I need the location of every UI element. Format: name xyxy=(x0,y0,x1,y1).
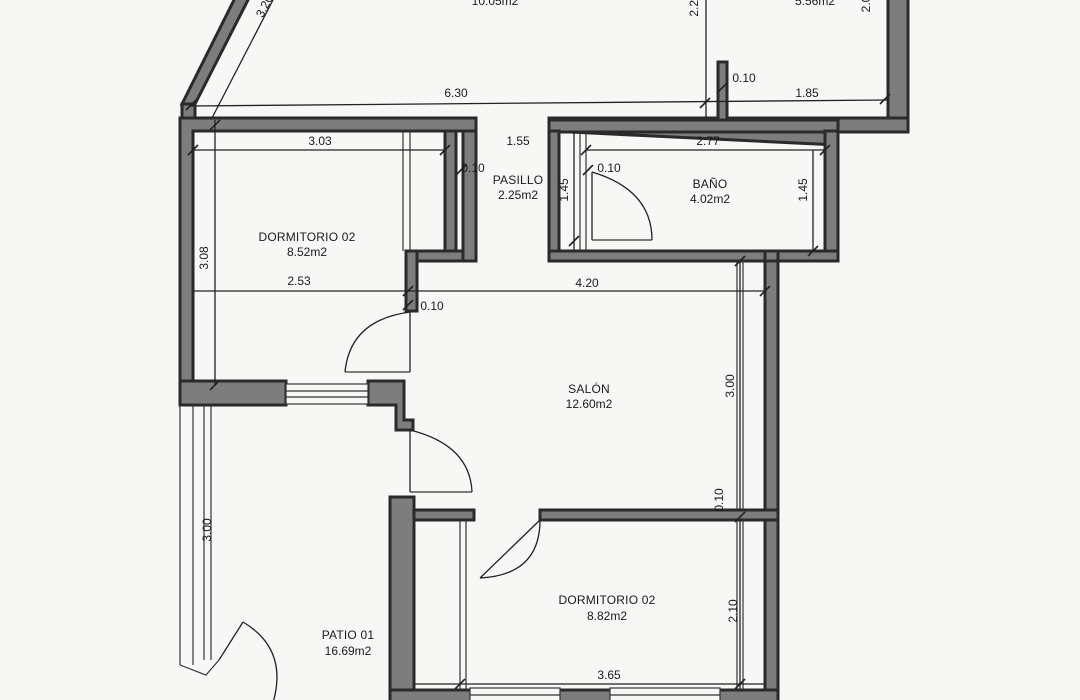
dim-bano-height: 1.45 xyxy=(796,178,810,202)
dim-dorm1-lower-width: 2.53 xyxy=(287,274,311,288)
room-dormitorio-1-area: 8.52m2 xyxy=(287,245,327,259)
wall-bano-right xyxy=(823,129,840,263)
dim-salon-width: 4.20 xyxy=(575,276,599,290)
dim-top-right-vertical: 2.0 xyxy=(859,0,873,12)
room-labels: 10.05m2 5.56m2 PASILLO 2.25m2 BAÑO 4.02m… xyxy=(258,0,835,658)
room-pasillo-area: 2.25m2 xyxy=(498,188,538,202)
room-patio-name: PATIO 01 xyxy=(322,628,375,642)
walls xyxy=(178,0,910,700)
wall-lower-left xyxy=(388,495,416,700)
room-salon-name: SALÓN xyxy=(568,381,610,396)
window-dorm1 xyxy=(285,383,369,405)
wall-bano-bottom xyxy=(547,249,840,263)
room-top-right-area: 5.56m2 xyxy=(795,0,835,8)
dim-bano-thickness: 0.10 xyxy=(597,161,621,175)
wall-salon-pillar xyxy=(366,379,415,432)
dim-dorm2-height: 2.10 xyxy=(726,599,740,623)
wall-top-diagonal xyxy=(179,0,250,106)
wall-salon-right xyxy=(763,259,780,700)
room-dormitorio-1-name: DORMITORIO 02 xyxy=(258,230,355,244)
wall-mid-band-right-bar xyxy=(547,118,840,134)
dim-top-width: 6.30 xyxy=(444,86,468,100)
wall-pasillo-corner xyxy=(461,129,478,263)
room-salon-area: 12.60m2 xyxy=(566,397,613,411)
dim-top-diagonal: 3.20 xyxy=(253,0,276,20)
dim-pasillo-height: 1.45 xyxy=(557,178,571,202)
dim-pasillo-thickness: 0.10 xyxy=(461,161,485,175)
room-patio-area: 16.69m2 xyxy=(325,644,372,658)
wall-dorm2-top-left xyxy=(412,508,476,522)
wall-dorm2-top-right xyxy=(538,508,780,522)
dim-salon-bottom-thickness: 0.10 xyxy=(712,488,726,512)
window-bottom xyxy=(469,687,561,700)
wall-partition-dorm-salon xyxy=(404,249,419,313)
doors xyxy=(218,171,653,700)
dimension-lines xyxy=(185,0,891,690)
dim-top-right-width: 1.85 xyxy=(795,86,819,100)
wall-top-right xyxy=(886,0,910,134)
wall-bottom xyxy=(388,688,780,700)
window-bottom-right xyxy=(609,687,721,700)
room-pasillo-name: PASILLO xyxy=(493,173,544,187)
room-dormitorio-2-name: DORMITORIO 02 xyxy=(558,593,655,607)
dim-dorm1-height: 3.08 xyxy=(197,246,211,270)
dim-top-mid-vertical: 2.20 xyxy=(687,0,701,17)
dim-pasillo-width: 1.55 xyxy=(506,134,530,148)
dim-salon-wall-thickness: 0.10 xyxy=(420,299,444,313)
room-bano-name: BAÑO xyxy=(693,177,728,191)
dim-bano-width: 2.77 xyxy=(696,134,720,148)
interior-lines xyxy=(179,131,744,690)
dim-top-wall-thickness: 0.10 xyxy=(732,71,756,85)
room-bano-area: 4.02m2 xyxy=(690,192,730,206)
dim-dorm1-width: 3.03 xyxy=(308,134,332,148)
room-top-left-area: 10.05m2 xyxy=(472,0,519,8)
dim-salon-height: 3.00 xyxy=(723,374,737,398)
windows xyxy=(285,383,721,700)
dim-dorm2-width: 3.65 xyxy=(597,668,621,682)
wall-dorm1-bottom xyxy=(178,379,288,407)
dim-patio-height: 3.00 xyxy=(200,518,214,542)
room-dormitorio-2-area: 8.82m2 xyxy=(587,609,627,623)
